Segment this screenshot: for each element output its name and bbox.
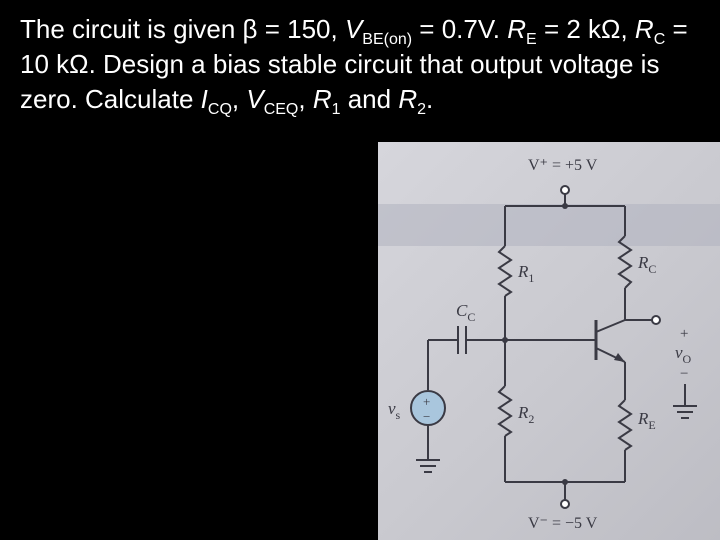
problem-statement: The circuit is given β = 150, VBE(on) = … [20,14,688,118]
vo-minus-sign: − [680,366,688,382]
r1-resistor [497,245,513,297]
vs-label: vs [388,399,401,422]
cc-label: CC [456,301,475,324]
vplus-label: V⁺ = +5 V [528,157,598,174]
rc-resistor [617,235,633,289]
rc-label: RC [637,253,656,276]
junction-dot [562,479,568,485]
vs-plus-sign: + [423,394,430,409]
r1-label: R1 [517,262,534,285]
r2-label: R2 [517,403,534,426]
r2-resistor [497,385,513,437]
vminus-terminal [560,499,570,509]
vs-minus-sign: − [423,409,430,424]
circuit-diagram: V⁺ = +5 V V⁻ = −5 V R1 R2 RC RE CC vs vO… [388,157,697,532]
transistor-collector [595,319,626,333]
emitter-arrow [614,353,625,362]
vo-label: vO [675,343,692,366]
vplus-terminal [560,185,570,195]
vo-plus-sign: + [680,326,688,342]
re-label: RE [637,409,656,432]
junction-dot [502,337,508,343]
vminus-label: V⁻ = −5 V [528,515,598,532]
re-resistor [617,399,633,451]
junction-dot [562,203,568,209]
vo-terminal [651,315,661,325]
photo-highlight-band [378,204,720,246]
